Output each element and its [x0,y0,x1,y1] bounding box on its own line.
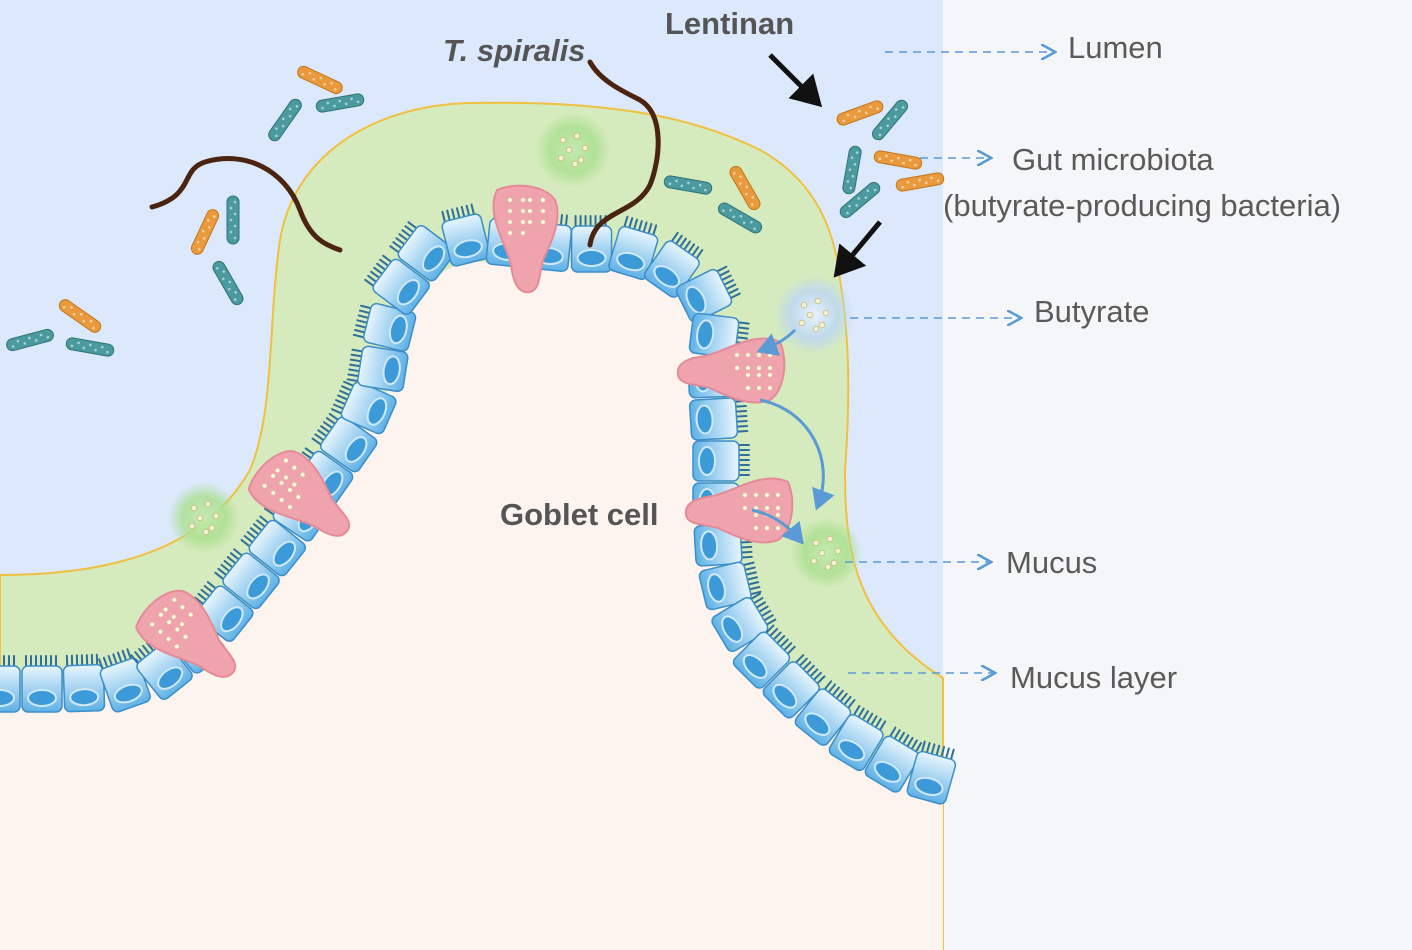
bacterium [717,202,763,234]
goblet-cell-label: Goblet cell [500,497,658,532]
bacterium [212,260,244,306]
gut-microbiota-label: Gut microbiota [1012,142,1214,177]
enterocyte [570,215,613,273]
bacterium [895,172,945,192]
enterocyte [346,345,409,393]
enterocyte [794,680,856,746]
bacterium [226,195,240,245]
side-panel [943,0,1412,950]
bacterium [873,150,923,170]
t-spiralis-label: T. spiralis [443,33,585,68]
enterocyte [864,726,923,793]
bacterium [190,209,220,255]
mucus-granule-cluster-1 [535,112,611,188]
bacterium [6,328,54,352]
enterocyte [675,265,741,323]
enterocyte [441,203,491,267]
enterocyte [331,380,397,435]
microbiota-to-butyrate-arrow [833,220,882,278]
mucus-granule-cluster-3 [790,517,862,589]
goblet-cells [135,184,794,678]
enterocyte [688,397,749,441]
mucus-granule-cluster-2 [168,482,240,554]
enterocyte [364,254,430,315]
bacterium [729,165,761,211]
lentinan-label: Lentinan [665,6,794,41]
butyrate-to-goblet-arrow [756,328,797,356]
enterocyte [732,624,796,689]
bacterium [871,99,909,141]
bacterium [836,100,884,126]
enterocyte [389,221,456,282]
enterocyte [311,412,378,473]
bacterium [842,145,862,195]
mucus-label: Mucus [1006,545,1097,580]
bacterium [65,337,115,357]
enterocyte [62,653,106,713]
granule-dots [188,132,842,571]
enterocyte [762,654,826,719]
enterocyte [214,548,280,610]
bacterium [315,93,365,113]
enterocyte [698,561,762,611]
enterocyte [0,655,21,713]
t-spiralis-worm-right [587,59,661,248]
enterocyte [608,215,659,280]
enterocyte [240,515,307,577]
enterocyte [352,302,417,352]
t-spiralis-worm-left [149,156,343,253]
gut-bacteria [6,65,945,357]
bacterium [839,181,881,219]
mucus-layer-label: Mucus layer [1010,660,1177,695]
bacterium [663,175,713,195]
bacterium [268,98,302,142]
lumen-label: Lumen [1068,30,1163,65]
enterocyte [828,704,887,772]
butyrate-cluster [774,275,854,355]
enterocyte [711,592,777,652]
goblet-cell [492,184,559,294]
butyrate-label: Butyrate [1034,294,1149,329]
enterocyte [906,740,957,805]
enterocyte [98,648,151,713]
enterocyte [692,440,750,482]
goblet-cell [247,450,351,537]
goblet-to-goblet-arrow [759,398,835,511]
bacterium [58,299,102,333]
gut-microbiota-sub-label: (butyrate-producing bacteria) [943,188,1341,223]
goblet-cell [135,589,237,678]
lentinan-arrow [768,53,823,108]
enterocyte [21,655,63,713]
goblet-to-mucus-arrow [751,508,804,545]
bacterium [297,65,343,95]
